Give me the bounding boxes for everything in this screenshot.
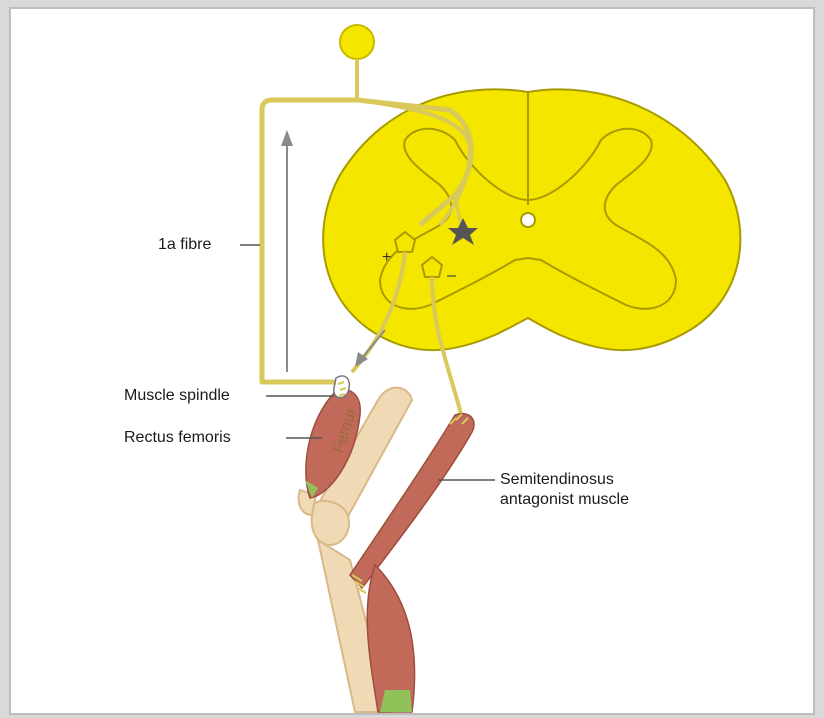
label-antagonist-muscle: antagonist muscle — [500, 490, 629, 510]
knee-joint — [311, 501, 349, 545]
label-muscle-spindle: Muscle spindle — [124, 386, 230, 406]
central-canal — [521, 213, 535, 227]
sensory-cell-body — [340, 25, 374, 59]
label-semitendinosus: Semitendinosus — [500, 470, 614, 490]
minus-sign: – — [447, 267, 456, 284]
label-1a-fibre: 1a fibre — [158, 235, 211, 255]
plus-sign: + — [382, 249, 391, 266]
label-rectus-femoris: Rectus femoris — [124, 428, 231, 448]
calf-tendon — [380, 690, 412, 712]
